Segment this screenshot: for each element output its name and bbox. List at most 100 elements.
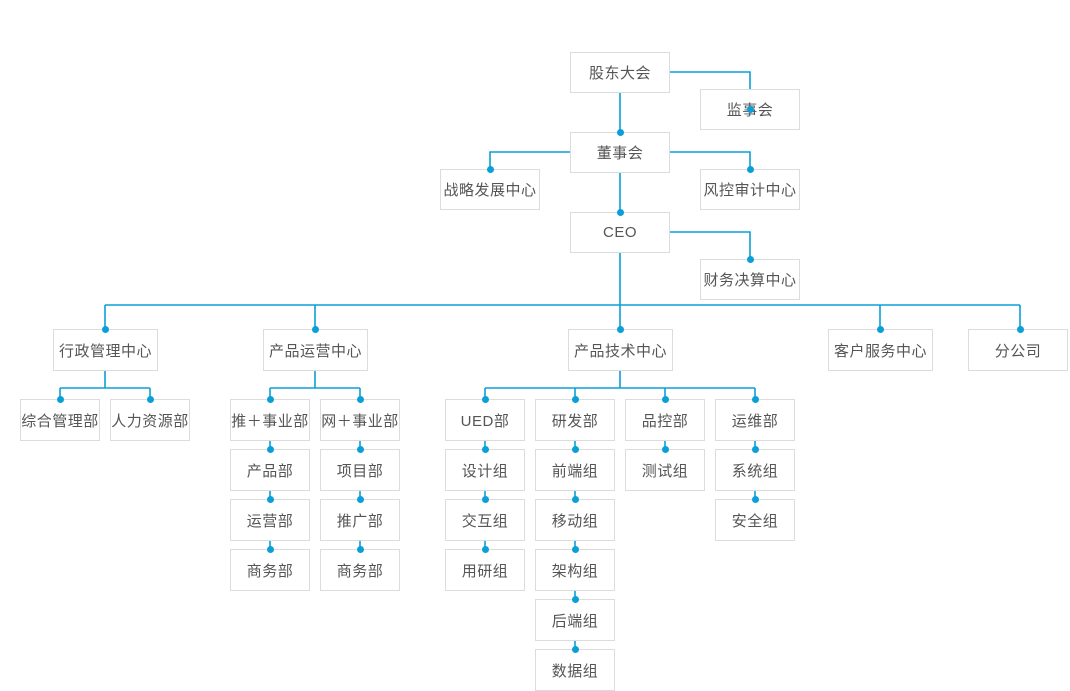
- node-tui-business-unit[interactable]: 推＋事业部: [230, 399, 310, 441]
- node-label: 安全组: [731, 512, 779, 530]
- node-label: 系统组: [731, 462, 779, 480]
- node-mobile-group[interactable]: 移动组: [535, 499, 615, 541]
- node-label: 运营部: [246, 512, 294, 530]
- node-label: 设计组: [461, 462, 509, 480]
- connector-dot: [266, 445, 274, 453]
- node-label: 产品技术中心: [573, 342, 667, 360]
- node-label: 运维部: [731, 412, 779, 430]
- node-frontend-group[interactable]: 前端组: [535, 449, 615, 491]
- node-label: 风控审计中心: [703, 182, 797, 199]
- node-general-admin-dept[interactable]: 综合管理部: [20, 399, 100, 441]
- node-label: 推广部: [336, 512, 384, 530]
- connector-dot: [616, 325, 624, 333]
- connector-dot: [751, 495, 759, 503]
- node-label: 测试组: [641, 462, 689, 480]
- node-operations-maintenance-dept[interactable]: 运维部: [715, 399, 795, 441]
- node-test-group[interactable]: 测试组: [625, 449, 705, 491]
- node-label: 用研组: [461, 562, 509, 580]
- node-label: 综合管理部: [21, 412, 99, 430]
- connector-dot: [481, 395, 489, 403]
- connector-dot: [571, 545, 579, 553]
- connector-dot: [266, 545, 274, 553]
- connector-dot: [266, 395, 274, 403]
- node-label: 产品部: [246, 462, 294, 480]
- connector-dot: [661, 445, 669, 453]
- node-product-technology-center[interactable]: 产品技术中心: [568, 329, 673, 371]
- node-label: 商务部: [336, 562, 384, 580]
- connector-dot: [266, 495, 274, 503]
- node-promotion-dept[interactable]: 推广部: [320, 499, 400, 541]
- node-hr-dept[interactable]: 人力资源部: [110, 399, 190, 441]
- node-label: 战略发展中心: [443, 182, 537, 199]
- node-operations-dept[interactable]: 运营部: [230, 499, 310, 541]
- node-wang-business-unit[interactable]: 网＋事业部: [320, 399, 400, 441]
- node-shareholders-meeting[interactable]: 股东大会: [570, 52, 670, 93]
- node-product-dept[interactable]: 产品部: [230, 449, 310, 491]
- node-ued-dept[interactable]: UED部: [445, 399, 525, 441]
- connector-dot: [876, 325, 884, 333]
- node-board-of-directors[interactable]: 董事会: [570, 132, 670, 173]
- node-admin-management-center[interactable]: 行政管理中心: [53, 329, 158, 371]
- connector-dot: [746, 165, 754, 173]
- connector-dot: [751, 445, 759, 453]
- node-label: 客户服务中心: [833, 342, 927, 360]
- node-label: 分公司: [994, 342, 1042, 360]
- node-user-research-group[interactable]: 用研组: [445, 549, 525, 591]
- node-design-group[interactable]: 设计组: [445, 449, 525, 491]
- node-interaction-group[interactable]: 交互组: [445, 499, 525, 541]
- connector-dot: [616, 208, 624, 216]
- node-project-dept[interactable]: 项目部: [320, 449, 400, 491]
- node-risk-audit-center[interactable]: 风控审计中心: [700, 169, 800, 210]
- node-label: 后端组: [551, 612, 599, 630]
- connector-dot: [481, 545, 489, 553]
- node-data-group[interactable]: 数据组: [535, 649, 615, 691]
- connector-dot: [571, 495, 579, 503]
- node-label: 推＋事业部: [231, 412, 309, 430]
- connector-dot: [481, 495, 489, 503]
- connector-dot: [616, 128, 624, 136]
- node-label: 财务决算中心: [703, 272, 797, 289]
- connector-dot: [486, 165, 494, 173]
- node-branch-company[interactable]: 分公司: [968, 329, 1068, 371]
- connector-dot: [56, 395, 64, 403]
- connector-dot: [571, 445, 579, 453]
- node-business-dept-tui[interactable]: 商务部: [230, 549, 310, 591]
- node-backend-group[interactable]: 后端组: [535, 599, 615, 641]
- node-finance-settlement-center[interactable]: 财务决算中心: [700, 259, 800, 300]
- node-label: 网＋事业部: [321, 412, 399, 430]
- node-label: 研发部: [551, 412, 599, 430]
- connector-dot: [101, 325, 109, 333]
- node-label: CEO: [602, 224, 637, 241]
- node-label: 品控部: [641, 412, 689, 430]
- connector-dot: [571, 395, 579, 403]
- node-security-group[interactable]: 安全组: [715, 499, 795, 541]
- node-strategy-development-center[interactable]: 战略发展中心: [440, 169, 540, 210]
- node-label: 股东大会: [588, 65, 651, 82]
- node-label: UED部: [460, 412, 510, 430]
- node-business-dept-wang[interactable]: 商务部: [320, 549, 400, 591]
- connector-dot: [571, 595, 579, 603]
- node-label: 数据组: [551, 662, 599, 680]
- node-architecture-group[interactable]: 架构组: [535, 549, 615, 591]
- connector-dot: [571, 645, 579, 653]
- connector-dot: [746, 105, 754, 113]
- node-quality-control-dept[interactable]: 品控部: [625, 399, 705, 441]
- node-system-group[interactable]: 系统组: [715, 449, 795, 491]
- connector-dot: [356, 495, 364, 503]
- connector-dot: [356, 395, 364, 403]
- connector-dot: [311, 325, 319, 333]
- node-customer-service-center[interactable]: 客户服务中心: [828, 329, 933, 371]
- connector-dot: [661, 395, 669, 403]
- node-product-operations-center[interactable]: 产品运营中心: [263, 329, 368, 371]
- connector-dot: [751, 395, 759, 403]
- node-rd-dept[interactable]: 研发部: [535, 399, 615, 441]
- node-label: 项目部: [336, 462, 384, 480]
- node-label: 产品运营中心: [268, 342, 362, 360]
- node-label: 架构组: [551, 562, 599, 580]
- node-ceo[interactable]: CEO: [570, 212, 670, 253]
- connector-dot: [356, 445, 364, 453]
- connector-dot: [481, 445, 489, 453]
- connector-dot: [356, 545, 364, 553]
- node-label: 移动组: [551, 512, 599, 530]
